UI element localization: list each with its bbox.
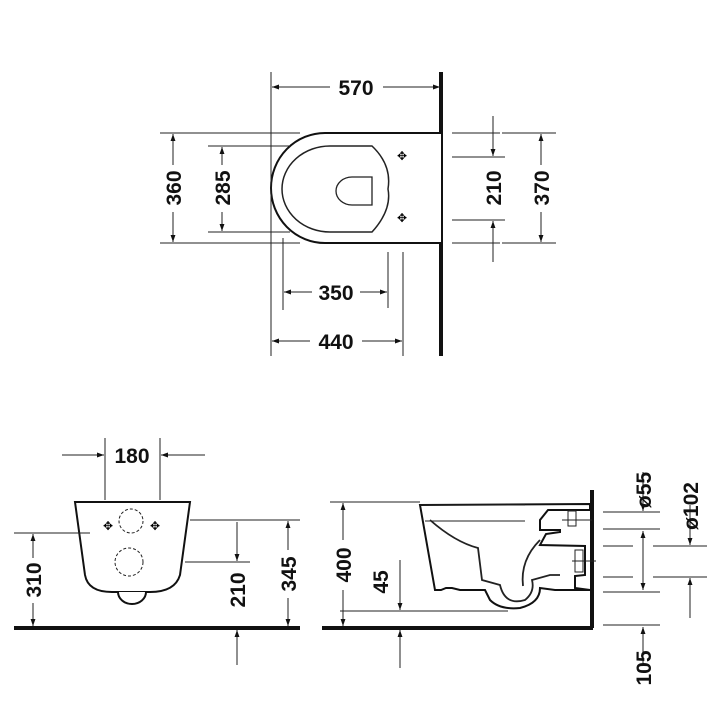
bolt-hole-icon: ✥ [397, 211, 407, 225]
dim-370: 370 [531, 170, 554, 205]
top-view: ✥ ✥ 570 360 285 350 440 [160, 72, 556, 356]
flush-opening [335, 176, 373, 206]
side-view: 400 45 ø55 ø102 105 [322, 472, 707, 686]
bolt-hole-icon: ✥ [397, 149, 407, 163]
dim-360: 360 [163, 170, 186, 205]
dim-310: 310 [23, 562, 46, 597]
dim-diameter-102: ø102 [680, 482, 703, 530]
dim-285: 285 [212, 170, 235, 205]
front-body-outline [73, 501, 192, 593]
dim-570: 570 [338, 77, 373, 100]
front-view: ✥ ✥ 180 310 210 345 [14, 438, 301, 665]
bowl-outline [270, 132, 441, 244]
trap-outline [117, 591, 147, 605]
dim-400: 400 [333, 547, 356, 582]
dim-105: 105 [633, 650, 656, 685]
dim-440: 440 [318, 331, 353, 354]
inlet-circle [118, 508, 144, 534]
bolt-hole-icon: ✥ [150, 519, 160, 533]
seat-outline [281, 145, 390, 233]
siphon-outline [521, 539, 541, 587]
dim-210-top: 210 [483, 170, 506, 205]
bolt-hole-icon: ✥ [103, 519, 113, 533]
bowl-inner-outline [429, 519, 560, 603]
dim-45: 45 [370, 570, 393, 594]
dim-diameter-55: ø55 [633, 472, 656, 509]
dim-210-front: 210 [227, 572, 250, 607]
inlet-connector [567, 510, 577, 527]
dim-350: 350 [318, 282, 353, 305]
outlet-circle [114, 547, 144, 577]
side-body-outline [418, 502, 591, 610]
dim-345: 345 [278, 556, 301, 591]
dim-180: 180 [114, 445, 149, 468]
